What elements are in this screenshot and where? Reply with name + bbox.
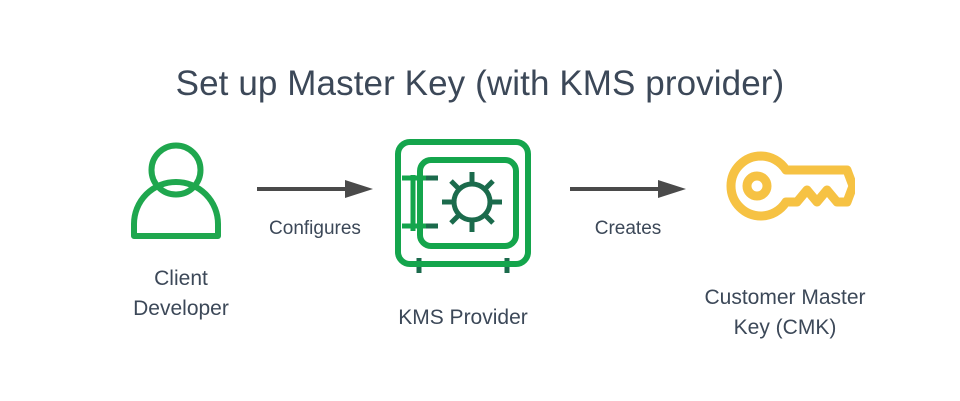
node-customer-master-key: Customer Master Key (CMK)	[665, 150, 905, 343]
page-title: Set up Master Key (with KMS provider)	[175, 64, 785, 103]
arrow-right-icon	[570, 180, 686, 198]
arrow-creates: Creates	[558, 180, 698, 240]
arrow-configures: Configures	[245, 180, 385, 240]
key-icon	[665, 150, 905, 227]
node-kms-provider: KMS Provider	[363, 134, 563, 333]
node-client-developer-label: Client Developer	[133, 267, 229, 320]
person-icon	[81, 138, 281, 248]
node-client-developer: Client Developer	[81, 138, 281, 324]
node-kms-provider-label: KMS Provider	[398, 306, 528, 329]
arrow-creates-label: Creates	[594, 218, 662, 239]
node-customer-master-key-label: Customer Master Key (CMK)	[704, 286, 866, 339]
arrow-configures-label: Configures	[269, 218, 361, 239]
safe-vault-icon	[363, 134, 563, 281]
arrow-right-icon	[257, 180, 373, 198]
